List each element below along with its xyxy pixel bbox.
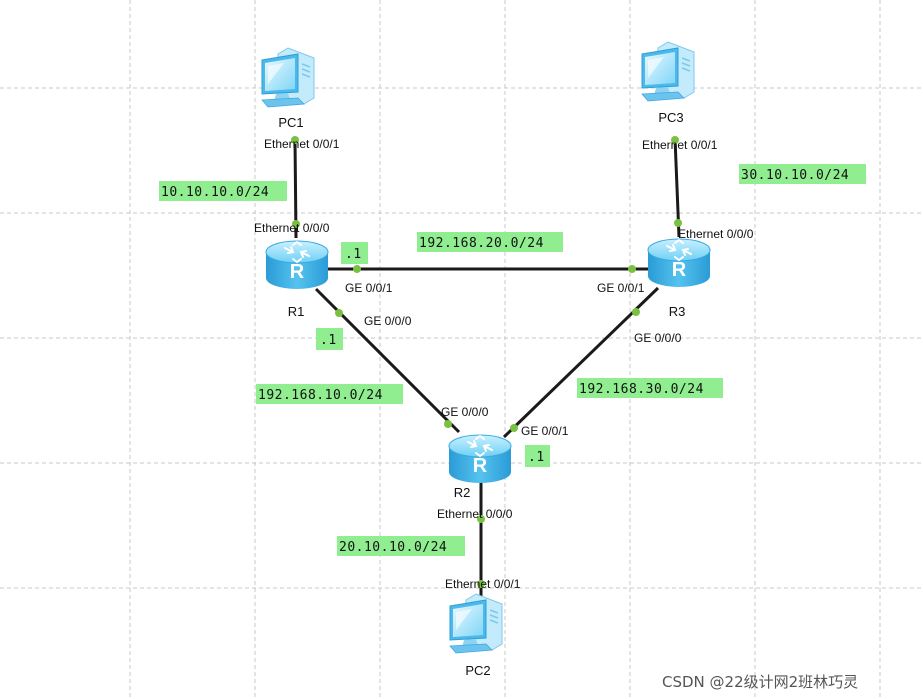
device-label-pc2: PC2 xyxy=(465,663,490,678)
network-label-r1-r3: 192.168.20.0/24 xyxy=(417,232,563,252)
network-address: 10.10.10.0/24 xyxy=(161,185,269,200)
interface-label: Ethernet 0/0/0 xyxy=(254,221,330,235)
device-label-pc3: PC3 xyxy=(658,110,683,125)
desktop-computer-icon xyxy=(261,47,315,108)
desktop-computer-icon xyxy=(641,41,695,102)
port-dot xyxy=(477,580,485,588)
port-dot xyxy=(291,136,299,144)
network-label-pc3: 30.10.10.0/24 xyxy=(739,164,866,184)
interface-label: Ethernet 0/0/1 xyxy=(264,137,340,151)
port-dot xyxy=(292,220,300,228)
interface-label: Ethernet 0/0/1 xyxy=(642,138,718,152)
port-dots xyxy=(291,136,682,588)
host-address-tag-r1-r3: .1 xyxy=(341,242,368,264)
host-address: .1 xyxy=(320,333,337,348)
links xyxy=(293,137,681,598)
r3-device[interactable] xyxy=(647,238,711,288)
port-dot xyxy=(674,219,682,227)
port-dot xyxy=(444,420,452,428)
router-icon xyxy=(265,240,329,290)
device-label-r3: R3 xyxy=(669,304,686,319)
network-label-r2-r3: 192.168.30.0/24 xyxy=(577,378,723,398)
watermark: CSDN @22级计网2班林巧灵 xyxy=(662,673,858,691)
network-address: 192.168.10.0/24 xyxy=(258,388,383,403)
network-address: 192.168.20.0/24 xyxy=(419,236,544,251)
pc1-device[interactable] xyxy=(261,47,315,108)
pc3-device[interactable] xyxy=(641,41,695,102)
device-label-r1: R1 xyxy=(288,304,305,319)
interface-label: GE 0/0/1 xyxy=(597,281,645,295)
port-dot xyxy=(477,515,485,523)
network-address: 20.10.10.0/24 xyxy=(339,540,447,555)
pc2-device[interactable] xyxy=(449,593,503,654)
port-dot xyxy=(510,424,518,432)
interface-label: GE 0/0/0 xyxy=(441,405,489,419)
interface-label: GE 0/0/0 xyxy=(634,331,682,345)
port-dot xyxy=(353,265,361,273)
network-address: 30.10.10.0/24 xyxy=(741,168,849,183)
host-address-tag-r2-r3: .1 xyxy=(525,445,550,467)
device-label-r2: R2 xyxy=(454,485,471,500)
router-icon xyxy=(647,238,711,288)
desktop-computer-icon xyxy=(449,593,503,654)
r1-device[interactable] xyxy=(265,240,329,290)
port-dot xyxy=(628,265,636,273)
network-label-pc1: 10.10.10.0/24 xyxy=(159,181,287,201)
interface-label: GE 0/0/0 xyxy=(364,314,412,328)
interface-label: GE 0/0/1 xyxy=(345,281,393,295)
port-dot xyxy=(671,136,679,144)
interface-label: Ethernet 0/0/0 xyxy=(678,227,754,241)
network-address: 192.168.30.0/24 xyxy=(579,382,704,397)
host-address: .1 xyxy=(528,450,545,465)
network-label-r1-r2: 192.168.10.0/24 xyxy=(256,384,403,404)
router-icon xyxy=(448,434,512,484)
interface-label: Ethernet 0/0/1 xyxy=(445,577,521,591)
network-label-pc2: 20.10.10.0/24 xyxy=(337,536,465,556)
port-dot xyxy=(335,309,343,317)
device-label-pc1: PC1 xyxy=(278,115,303,130)
r2-device[interactable] xyxy=(448,434,512,484)
port-dot xyxy=(632,308,640,316)
interface-label: Ethernet 0/0/0 xyxy=(437,507,513,521)
interface-label: GE 0/0/1 xyxy=(521,424,569,438)
host-address-tag-r1-r2: .1 xyxy=(316,328,343,350)
host-address: .1 xyxy=(345,247,362,262)
